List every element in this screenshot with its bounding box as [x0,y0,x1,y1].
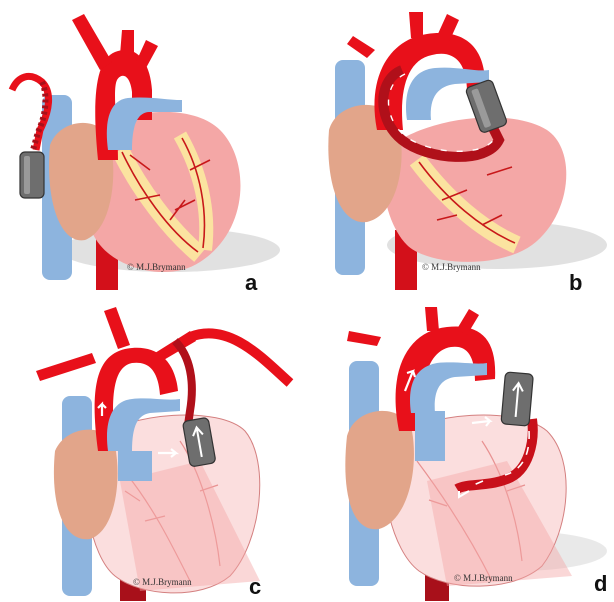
pulmonary-artery [410,362,487,413]
panel-letter: b [569,272,582,294]
panel-letter: d [594,573,607,595]
pump-device [20,152,44,198]
panel-letter: c [249,576,261,598]
panel-c: © M.J.Brymann c [0,301,307,602]
heart-illustration-d [307,301,614,602]
heart-illustration-b [307,0,614,301]
copyright-label: © M.J.Brymann [133,577,192,587]
panel-d: © M.J.Brymann d [307,301,614,602]
heart-illustration-c [0,301,307,602]
panel-b: © M.J.Brymann b [307,0,614,301]
copyright-label: © M.J.Brymann [454,573,513,583]
copyright-label: © M.J.Brymann [422,262,481,272]
pump-device [501,372,533,426]
copyright-label: © M.J.Brymann [127,262,186,272]
graft [175,341,192,425]
heart-illustration-a [0,0,307,301]
panel-letter: a [245,272,257,294]
subclavian-artery [190,333,290,383]
panel-a: © M.J.Brymann a [0,0,307,301]
